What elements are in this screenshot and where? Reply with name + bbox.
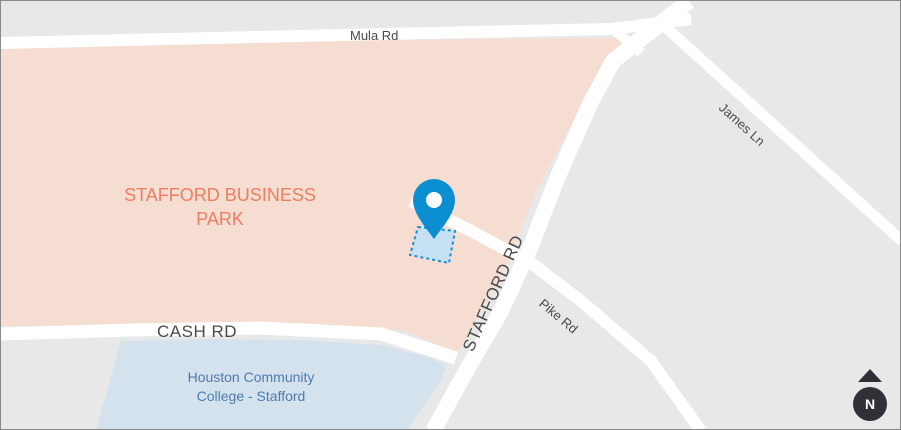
cash-road-label: CASH RD [157, 322, 238, 341]
compass-label: N [864, 396, 876, 412]
james-lane [657, 18, 900, 246]
stafford-road [426, 1, 694, 429]
business-park-label: STAFFORD BUSINESS PARK [110, 183, 330, 231]
college-label-line2: College - Stafford [196, 388, 306, 404]
pike-road [408, 195, 706, 429]
cash-road [1, 321, 458, 365]
business-park-area [1, 38, 629, 353]
college-label: Houston Community College - Stafford [161, 368, 341, 406]
north-compass-button[interactable]: N [852, 369, 888, 421]
property-parcel [408, 225, 457, 265]
college-label-line1: Houston Community [187, 369, 315, 385]
north-arrow-icon [853, 369, 887, 421]
business-park-label-line2: PARK [196, 209, 244, 229]
business-park-label-line1: STAFFORD BUSINESS [124, 185, 316, 205]
mula-road-label: Mula Rd [350, 28, 399, 43]
location-pin-icon[interactable] [413, 179, 455, 239]
college-area [96, 339, 446, 429]
